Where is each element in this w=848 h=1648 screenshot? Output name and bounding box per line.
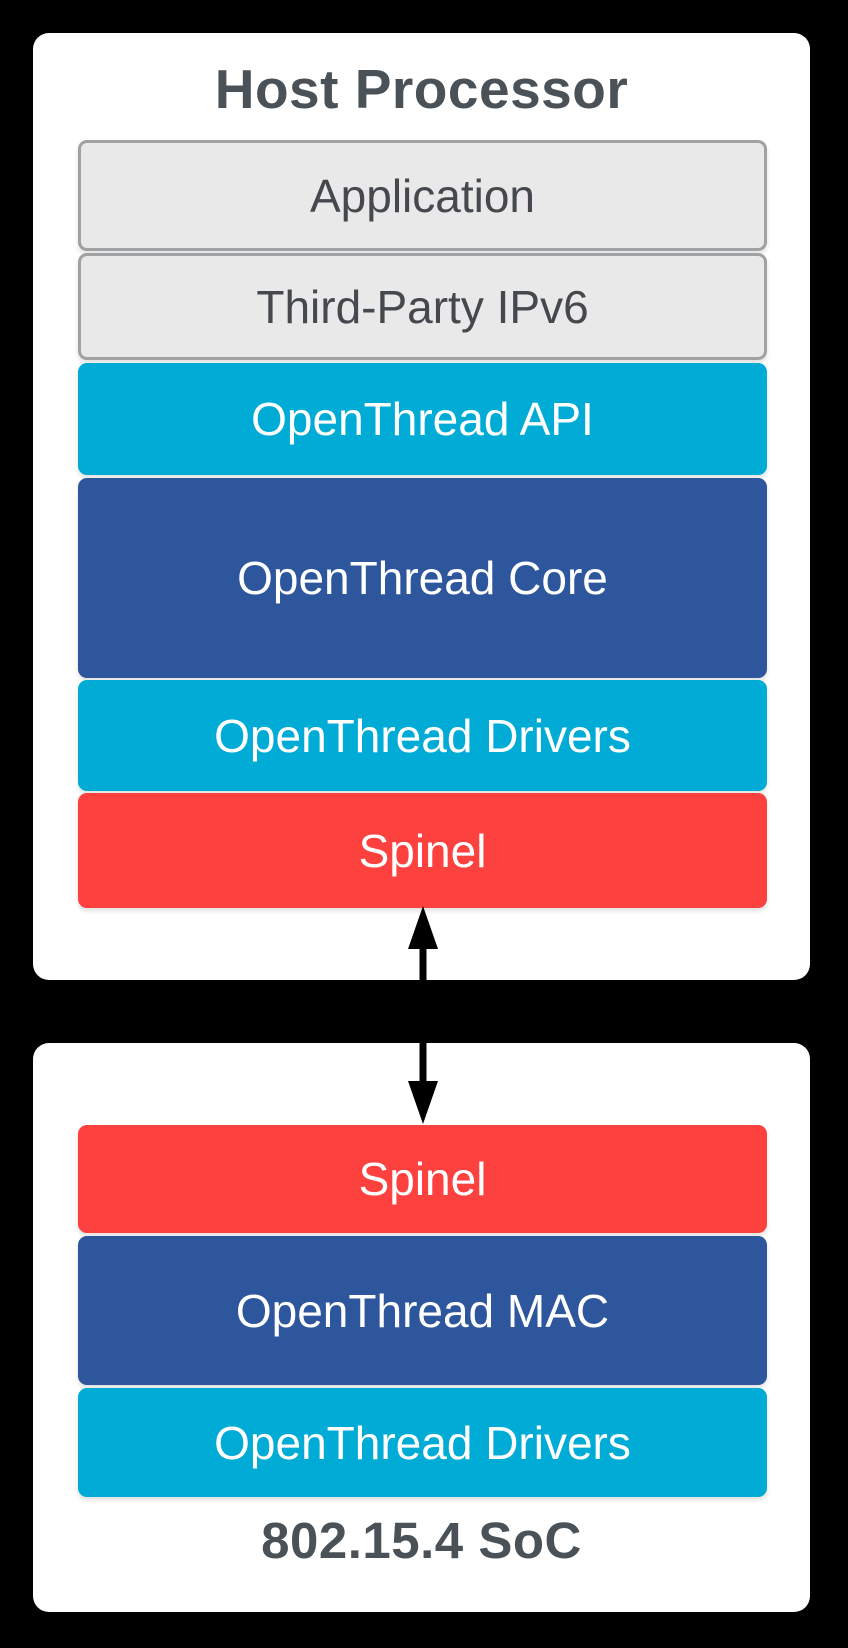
layer-openthread-drivers-soc-label: OpenThread Drivers [214, 1416, 631, 1469]
layer-openthread-api: OpenThread API [78, 363, 767, 475]
layer-openthread-drivers-soc: OpenThread Drivers [78, 1388, 767, 1497]
layer-third-party-ipv6-label: Third-Party IPv6 [256, 280, 589, 333]
layer-openthread-core: OpenThread Core [78, 478, 767, 678]
host-processor-box: Host Processor Application Third-Party I… [33, 33, 810, 980]
layer-openthread-api-label: OpenThread API [251, 393, 594, 445]
layer-spinel-soc: Spinel [78, 1125, 767, 1233]
soc-title: 802.15.4 SoC [261, 1512, 582, 1569]
host-processor-title: Host Processor [214, 58, 629, 120]
layer-openthread-drivers-host-label: OpenThread Drivers [214, 709, 631, 762]
layer-openthread-mac: OpenThread MAC [78, 1236, 767, 1385]
layer-spinel-host-label: Spinel [358, 824, 487, 877]
layer-application: Application [78, 140, 767, 251]
layer-openthread-mac-label: OpenThread MAC [235, 1284, 610, 1337]
layer-openthread-drivers-host: OpenThread Drivers [78, 680, 767, 791]
layer-third-party-ipv6: Third-Party IPv6 [78, 253, 767, 360]
soc-box: Spinel OpenThread MAC OpenThread Drivers… [33, 1043, 810, 1612]
layer-application-label: Application [309, 169, 536, 222]
layer-spinel-host: Spinel [78, 793, 767, 908]
layer-openthread-core-label: OpenThread Core [237, 552, 608, 604]
double-arrow-icon [408, 906, 438, 1124]
layer-spinel-soc-label: Spinel [358, 1153, 487, 1205]
